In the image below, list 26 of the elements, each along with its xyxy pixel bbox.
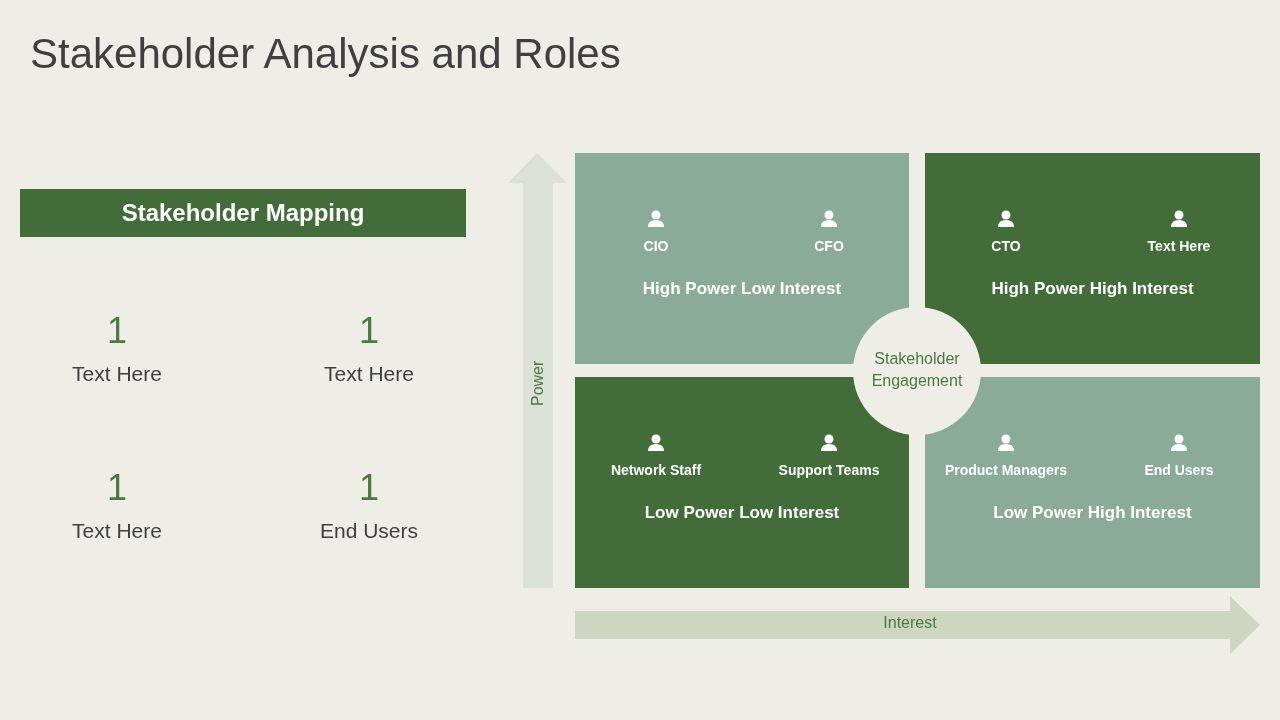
role-name: Text Here <box>1146 238 1212 254</box>
role-name: CIO <box>642 238 670 254</box>
role-name: Support Teams <box>777 462 881 478</box>
role-name: End Users <box>1143 462 1215 478</box>
metric-number: 1 <box>106 467 128 509</box>
quadrant-title: Low Power Low Interest <box>643 503 841 523</box>
slide-title: Stakeholder Analysis and Roles <box>30 30 621 78</box>
metric-number: 1 <box>106 310 128 352</box>
metric-label: End Users <box>318 519 419 543</box>
quadrant-title: High Power Low Interest <box>641 279 843 299</box>
role-name: CTO <box>990 238 1022 254</box>
metric-label: Text Here <box>71 519 163 543</box>
metric-label: Text Here <box>71 362 163 386</box>
metric-label: Text Here <box>323 362 415 386</box>
metric-number: 1 <box>358 467 380 509</box>
quadrant-title: High Power High Interest <box>990 279 1195 299</box>
metric-number: 1 <box>358 310 380 352</box>
role-name: Product Managers <box>943 462 1069 478</box>
header-bar <box>20 189 466 237</box>
role-name: Network Staff <box>609 462 703 478</box>
axis-label: Interest <box>882 614 938 632</box>
quadrant-title: Low Power High Interest <box>992 503 1193 523</box>
header-text: Stakeholder Mapping <box>120 199 366 227</box>
role-name: CFO <box>813 238 845 254</box>
center-text: Stakeholder Engagement <box>870 349 964 391</box>
axis-label: Power <box>529 359 547 408</box>
